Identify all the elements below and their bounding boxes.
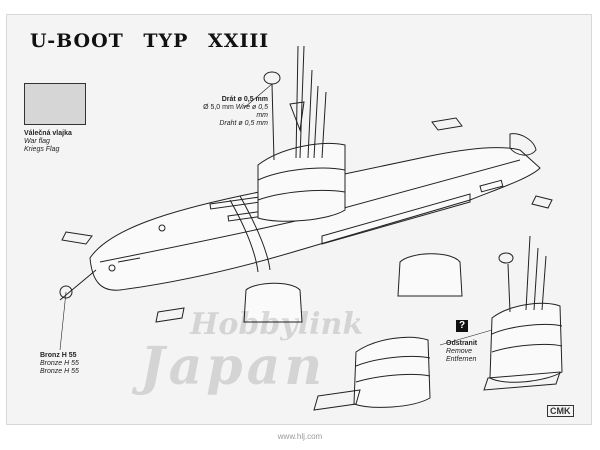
alternate-tower-lower: [314, 337, 430, 410]
bronze-label-de: Bronze H 55: [40, 368, 79, 375]
remove-label: Odstranit Remove Entfernen: [446, 340, 477, 364]
flag-label-de: Kriegs Flag: [24, 146, 60, 153]
wire-label-de: Draht ø 0,5 mm: [219, 120, 268, 127]
remove-label-de: Entfernen: [446, 356, 477, 363]
flag-label-cz: Válečná vlajka: [24, 130, 72, 137]
wire-label: Drát ø 0,5 mm Ø 5,0 mm Wire ø 0,5 mm Dra…: [196, 96, 268, 128]
flag-label: Válečná vlajka War flag Kriegs Flag: [24, 130, 72, 154]
watermark-line1: Hobbylink: [190, 307, 364, 342]
bronze-label: Bronz H 55 Bronze H 55 Bronze H 55: [40, 352, 79, 376]
bronze-label-cz: Bronz H 55: [40, 352, 77, 359]
alternate-tower-upper: [484, 236, 562, 390]
small-parts: [62, 118, 552, 322]
wire-diameter-row: Ø 5,0 mm Wire ø 0,5 mm: [196, 104, 268, 120]
watermark: Hobbylink Japan: [140, 307, 364, 394]
wire-label-cz: Drát ø 0,5 mm: [221, 96, 268, 103]
remove-label-cz: Odstranit: [446, 340, 478, 347]
watermark-line2: Japan: [140, 336, 327, 397]
leader-lines: [60, 84, 492, 350]
display-stands: [244, 254, 462, 322]
question-icon: ?: [456, 320, 468, 332]
conning-tower: [258, 46, 345, 221]
bronze-label-en: Bronze H 55: [40, 360, 79, 367]
footer-url: www.hlj.com: [277, 432, 323, 441]
page-title: U-BOOT TYP XXIII: [30, 30, 270, 52]
remove-label-en: Remove: [446, 348, 473, 355]
wire-diameter: Ø 5,0 mm: [203, 104, 234, 111]
flag-label-en: War flag: [24, 138, 50, 145]
war-flag-box: [24, 83, 86, 125]
wire-label-en: Wire ø 0,5 mm: [235, 104, 268, 119]
brand-logo: CMK: [547, 405, 574, 417]
